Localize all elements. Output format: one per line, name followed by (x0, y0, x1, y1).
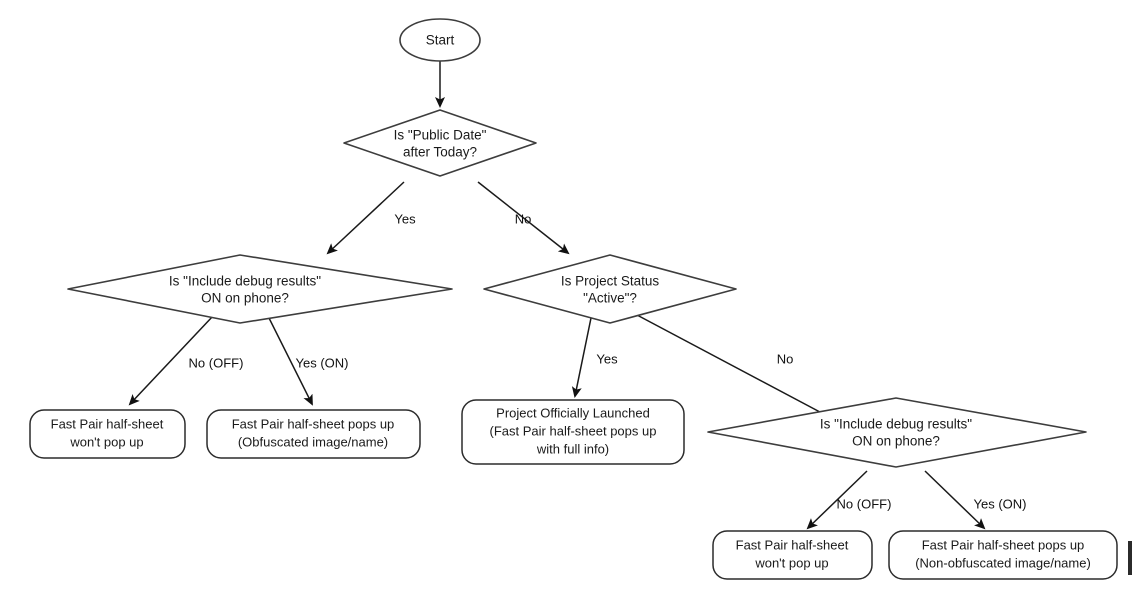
project-status-label-line1: Is Project Status (561, 274, 660, 289)
edge-label-debug-right-yes-on: Yes (ON) (974, 496, 1027, 511)
node-outcome-right-off[interactable]: Fast Pair half-sheet won't pop up (712, 530, 873, 580)
outcome-right-off-box (712, 530, 873, 580)
debug-left-label-line1: Is "Include debug results" (169, 274, 321, 289)
public-date-label-line1: Is "Public Date" (394, 128, 487, 143)
outcome-left-on-line1: Fast Pair half-sheet pops up (232, 416, 395, 431)
outcome-left-on-line2: (Obfuscated image/name) (238, 434, 388, 449)
outcome-right-on-box (888, 530, 1118, 580)
edge-label-public-date-no: No (515, 211, 532, 226)
edge-project-status-yes (571, 317, 592, 398)
edge-debug-right-no-off (806, 470, 868, 530)
debug-right-diamond (707, 397, 1087, 468)
node-outcome-launched[interactable]: Project Officially Launched (Fast Pair h… (461, 399, 685, 465)
outcome-right-on-line1: Fast Pair half-sheet pops up (922, 537, 1085, 552)
edge-label-debug-left-no-off: No (OFF) (189, 355, 244, 370)
edge-label-public-date-yes: Yes (394, 211, 416, 226)
edge-project-status-no (636, 314, 837, 421)
project-status-diamond (483, 254, 737, 324)
edge-debug-left-no-off (128, 315, 214, 406)
edge-public-date-no (477, 181, 570, 255)
edge-label-project-status-no: No (777, 351, 794, 366)
debug-right-label-line2: ON on phone? (852, 434, 940, 449)
outcome-left-off-line2: won't pop up (69, 434, 143, 449)
outcome-left-off-box (29, 409, 186, 459)
node-outcome-right-on[interactable]: Fast Pair half-sheet pops up (Non-obfusc… (888, 530, 1118, 580)
node-outcome-left-off[interactable]: Fast Pair half-sheet won't pop up (29, 409, 186, 459)
outcome-right-off-line2: won't pop up (754, 555, 828, 570)
node-decision-project-status[interactable]: Is Project Status "Active"? (483, 254, 737, 324)
node-start[interactable]: Start (399, 18, 481, 62)
debug-right-label-line1: Is "Include debug results" (820, 417, 972, 432)
edge-debug-left-yes-on (267, 315, 313, 406)
outcome-left-off-line1: Fast Pair half-sheet (51, 416, 164, 431)
public-date-diamond (343, 109, 537, 177)
outcome-launched-box (461, 399, 685, 465)
edge-debug-right-yes-on (924, 470, 986, 530)
debug-left-label-line2: ON on phone? (201, 291, 289, 306)
edge-public-date-yes (326, 181, 405, 255)
edge-label-project-status-yes: Yes (596, 351, 618, 366)
outcome-right-off-line1: Fast Pair half-sheet (736, 537, 849, 552)
edge-label-debug-left-yes-on: Yes (ON) (296, 355, 349, 370)
start-label: Start (426, 33, 455, 48)
node-decision-debug-right[interactable]: Is "Include debug results" ON on phone? (707, 397, 1087, 468)
project-status-label-line2: "Active"? (583, 291, 637, 306)
outcome-launched-line2: (Fast Pair half-sheet pops up (490, 423, 657, 438)
edge-labels: Yes No No (OFF) Yes (ON) Yes No No (OFF)… (189, 211, 1027, 511)
outcome-right-on-line2: (Non-obfuscated image/name) (915, 555, 1091, 570)
outcome-launched-line3: with full info) (536, 441, 609, 456)
node-outcome-left-on[interactable]: Fast Pair half-sheet pops up (Obfuscated… (206, 409, 421, 459)
outcome-left-on-box (206, 409, 421, 459)
debug-left-diamond (67, 254, 453, 324)
node-decision-debug-left[interactable]: Is "Include debug results" ON on phone? (67, 254, 453, 324)
start-ellipse (399, 18, 481, 62)
edge-label-debug-right-no-off: No (OFF) (837, 496, 892, 511)
edge-crop-tick (1128, 541, 1132, 575)
connectors (128, 61, 986, 530)
outcome-launched-line1: Project Officially Launched (496, 405, 650, 420)
public-date-label-line2: after Today? (403, 145, 477, 160)
node-decision-public-date[interactable]: Is "Public Date" after Today? (343, 109, 537, 177)
